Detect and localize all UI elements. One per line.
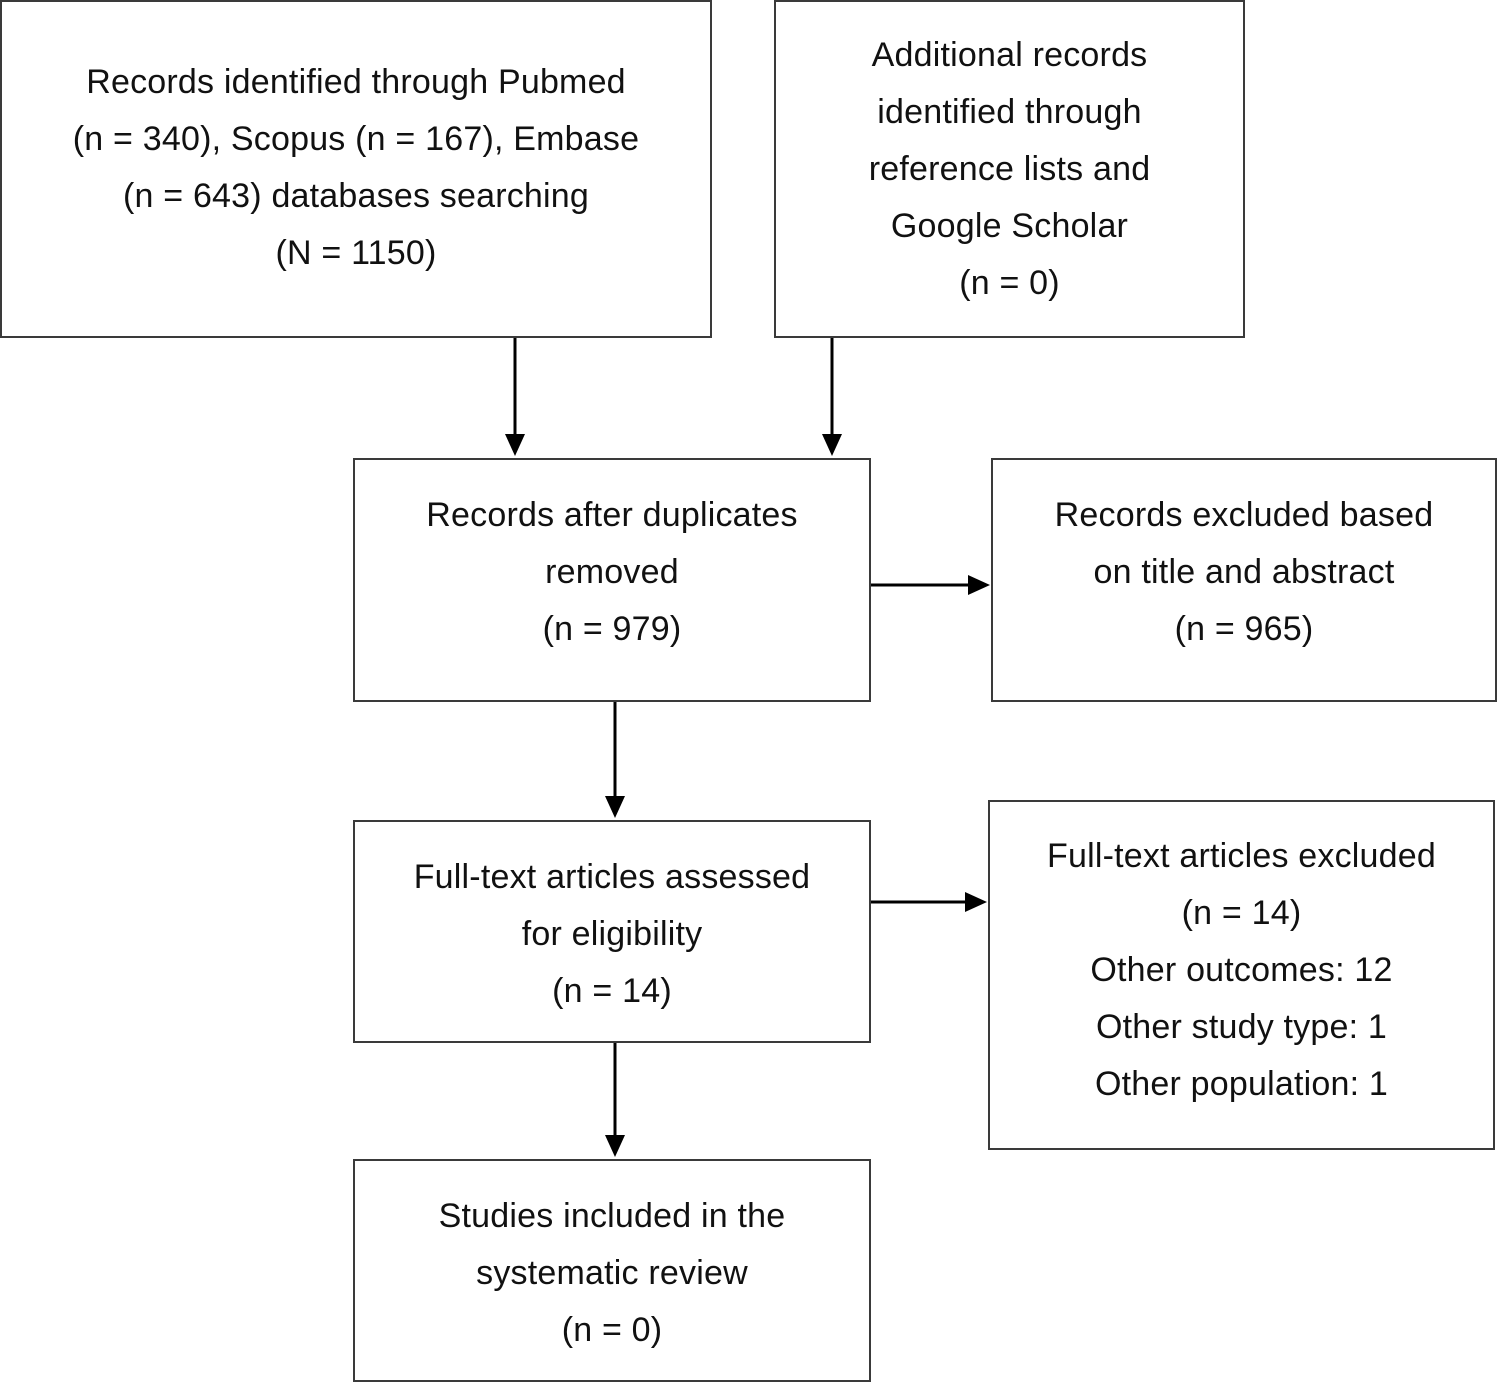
fulltext-assessed-line-3: (n = 14) <box>552 972 672 1010</box>
fulltext-excluded-line-1: Full-text articles excluded <box>1047 837 1436 875</box>
studies-included-line-1: Studies included in the <box>438 1197 786 1235</box>
arrowhead-additional-to-deduplicated <box>822 434 842 456</box>
fulltext-excluded-line-5: Other population: 1 <box>1095 1065 1388 1103</box>
fulltext-assessed-line-2: for eligibility <box>521 915 703 953</box>
records-after-duplicates-line-3: (n = 979) <box>542 610 682 648</box>
studies-included-line-3: (n = 0) <box>561 1311 663 1349</box>
records-identified-box: Records identified through Pubmed (n = 3… <box>0 0 712 338</box>
records-excluded-line-2: on title and abstract <box>1093 553 1395 591</box>
additional-records-line-3: reference lists and <box>868 150 1151 188</box>
records-identified-line-1: Records identified through Pubmed <box>86 63 626 101</box>
fulltext-assessed-box: Full-text articles assessed for eligibil… <box>353 820 871 1043</box>
records-identified-line-2: (n = 340), Scopus (n = 167), Embase <box>72 120 640 158</box>
additional-records-line-4: Google Scholar <box>890 207 1129 245</box>
fulltext-assessed-line-1: Full-text articles assessed <box>413 858 811 896</box>
records-identified-line-4: (N = 1150) <box>275 234 437 272</box>
records-identified-line-3: (n = 643) databases searching <box>122 177 590 215</box>
arrowhead-fulltext-to-excluded <box>965 892 987 912</box>
arrowhead-deduplicated-to-fulltext <box>605 796 625 818</box>
records-excluded-line-3: (n = 965) <box>1174 610 1314 648</box>
studies-included-box: Studies included in the systematic revie… <box>353 1159 871 1382</box>
records-excluded-box: Records excluded based on title and abst… <box>991 458 1497 702</box>
records-after-duplicates-box: Records after duplicates removed (n = 97… <box>353 458 871 702</box>
records-after-duplicates-line-1: Records after duplicates <box>426 496 798 534</box>
studies-included-line-2: systematic review <box>476 1254 748 1292</box>
fulltext-excluded-line-2: (n = 14) <box>1181 894 1302 932</box>
arrowhead-identified-to-deduplicated <box>505 434 525 456</box>
additional-records-line-5: (n = 0) <box>959 264 1060 302</box>
additional-records-line-1: Additional records <box>871 36 1148 74</box>
additional-records-line-2: identified through <box>877 93 1142 131</box>
fulltext-excluded-line-3: Other outcomes: 12 <box>1090 951 1393 989</box>
arrowhead-fulltext-to-included <box>605 1135 625 1157</box>
arrowhead-deduplicated-to-excluded <box>968 575 990 595</box>
records-after-duplicates-line-2: removed <box>545 553 679 591</box>
fulltext-excluded-box: Full-text articles excluded (n = 14) Oth… <box>988 800 1495 1150</box>
records-excluded-line-1: Records excluded based <box>1054 496 1434 534</box>
additional-records-box: Additional records identified through re… <box>774 0 1245 338</box>
fulltext-excluded-line-4: Other study type: 1 <box>1095 1008 1388 1046</box>
